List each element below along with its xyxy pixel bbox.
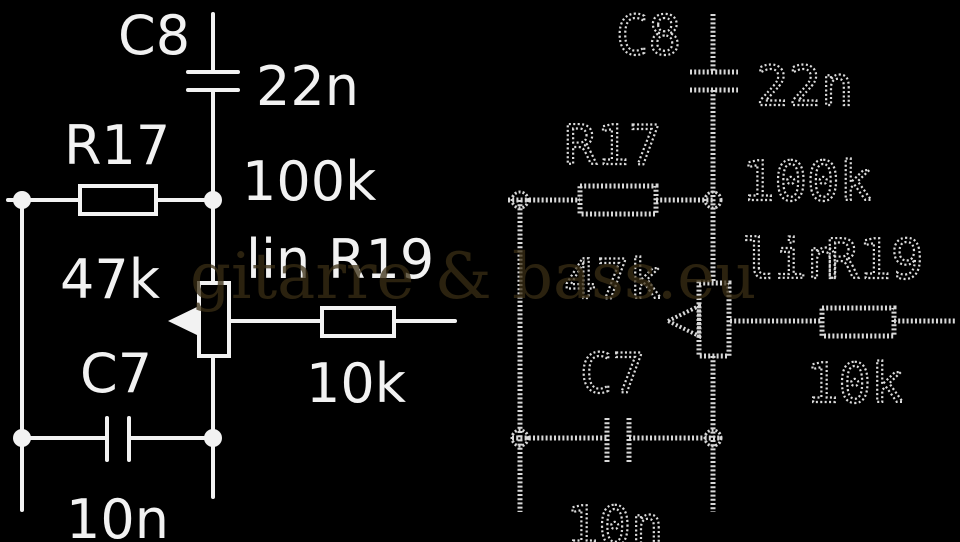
node-c7-junction-dotted (703, 428, 723, 448)
node-c7-junction (204, 429, 222, 447)
r17-ref-label: R17 (64, 114, 170, 177)
r19-value-label: 100k (242, 150, 377, 213)
wiper-arrow-icon (168, 306, 199, 336)
r17-resistor-dotted (577, 183, 659, 217)
r19-potentiometer-dotted (696, 280, 732, 359)
c7-ref-label-dotted: C7 (580, 342, 645, 405)
node-left-top (13, 191, 31, 209)
r19-ref-label-dotted: R19 (826, 228, 924, 291)
schematic-solid: C8 22n R17 100k lin R19 47k C7 10k 10n (6, 4, 457, 542)
r19-value-label-dotted: 100k (742, 150, 872, 213)
wiper-arrow-dotted-icon (663, 302, 701, 340)
r-series-value-label-dotted: 10k (806, 352, 904, 415)
c8-ref-label-dotted: C8 (616, 4, 681, 67)
schematic-dotted: C8 22n R17 100k lin R19 47k C7 10k 10n (508, 3, 955, 542)
r19-taper-label: lin (246, 228, 310, 291)
r19-ref-label: R19 (328, 228, 434, 291)
r-series-resistor (320, 306, 396, 338)
c7-ref-label: C7 (80, 342, 152, 405)
c8-value-label-dotted: 22n (756, 55, 854, 118)
c8-ref-label: C8 (118, 4, 190, 67)
c7-value-label: 10n (66, 488, 169, 542)
watermark: gitarre & bass.eu (190, 240, 756, 314)
node-left-bottom-dotted (510, 428, 530, 448)
r17-value-label-dotted: 47k (564, 248, 662, 311)
node-r17-junction (204, 191, 222, 209)
r17-resistor (78, 184, 158, 216)
r17-value-label: 47k (60, 248, 161, 311)
r-series-resistor-dotted (819, 305, 897, 339)
c7-value-label-dotted: 10n (566, 495, 664, 542)
r-series-value-label: 10k (306, 352, 407, 415)
node-left-top-dotted (510, 190, 530, 210)
r17-ref-label-dotted: R17 (564, 114, 662, 177)
node-r17-junction-dotted (703, 190, 723, 210)
r19-taper-label-dotted: lin (742, 228, 840, 291)
node-left-bottom (13, 429, 31, 447)
c8-value-label: 22n (256, 55, 359, 118)
